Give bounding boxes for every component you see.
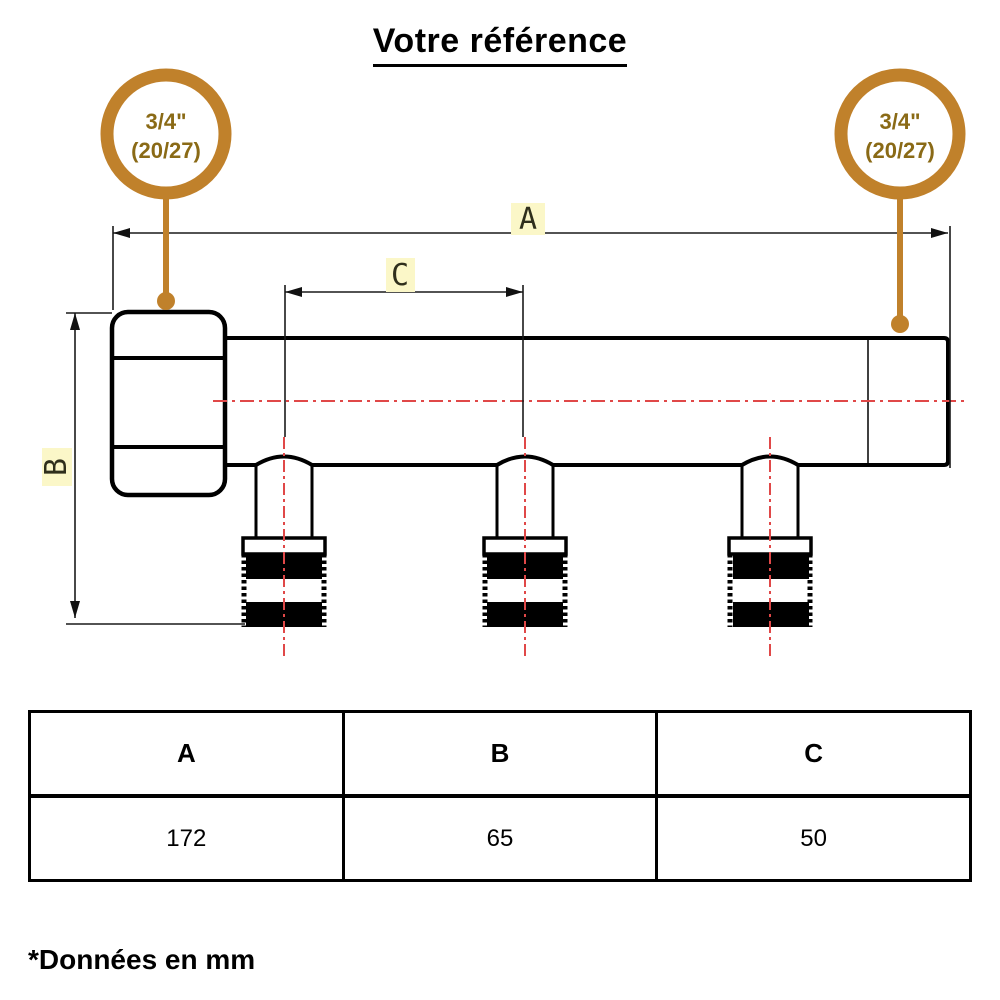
table-header-a: A (28, 710, 345, 798)
dim-c-arrow-left (285, 287, 302, 297)
table-value-a: 172 (28, 794, 345, 882)
badge-leader-dot (157, 292, 175, 310)
dimension-b (66, 312, 245, 625)
footnote: *Données en mm (28, 944, 256, 975)
dim-a-arrow-left (113, 228, 130, 238)
manifold-body (223, 336, 950, 467)
size-badge-left: 3/4" (20/27) (100, 68, 232, 310)
table-value-row: 172 65 50 (28, 794, 972, 882)
table-value-b: 65 (341, 794, 659, 882)
table-header-b: B (341, 710, 659, 798)
table-header-c: C (655, 710, 972, 798)
badge-size-subtext: (20/27) (131, 138, 201, 163)
dim-b-label-highlight (42, 448, 72, 486)
badge-leader-dot (891, 315, 909, 333)
badge-size-subtext: (20/27) (865, 138, 935, 163)
page-title-text: Votre référence (372, 22, 628, 67)
dim-b-label: B (39, 458, 74, 476)
dim-a-label-highlight (511, 203, 545, 235)
size-badge-right: 3/4" (20/27) (834, 68, 966, 333)
technical-drawing: A C B 3/4" (20/27) (39, 68, 968, 657)
badge-circle-icon (100, 68, 232, 200)
badge-circle-icon (834, 68, 966, 200)
badge-size-text: 3/4" (879, 109, 920, 134)
dim-c-arrow-right (506, 287, 523, 297)
table-header-row: A B C (28, 710, 972, 798)
dim-a-label: A (519, 202, 537, 237)
dimensions-table: A B C 172 65 50 (28, 710, 972, 882)
dim-c-label: C (391, 258, 409, 293)
table-value-c: 50 (655, 794, 972, 882)
dim-a-arrow-right (931, 228, 948, 238)
dim-b-arrow-top (70, 313, 80, 330)
page-title: Votre référence (0, 22, 1000, 67)
badge-size-text: 3/4" (145, 109, 186, 134)
dim-c-label-highlight (386, 258, 415, 292)
hex-nut (109, 309, 228, 498)
dim-b-arrow-bottom (70, 601, 80, 618)
